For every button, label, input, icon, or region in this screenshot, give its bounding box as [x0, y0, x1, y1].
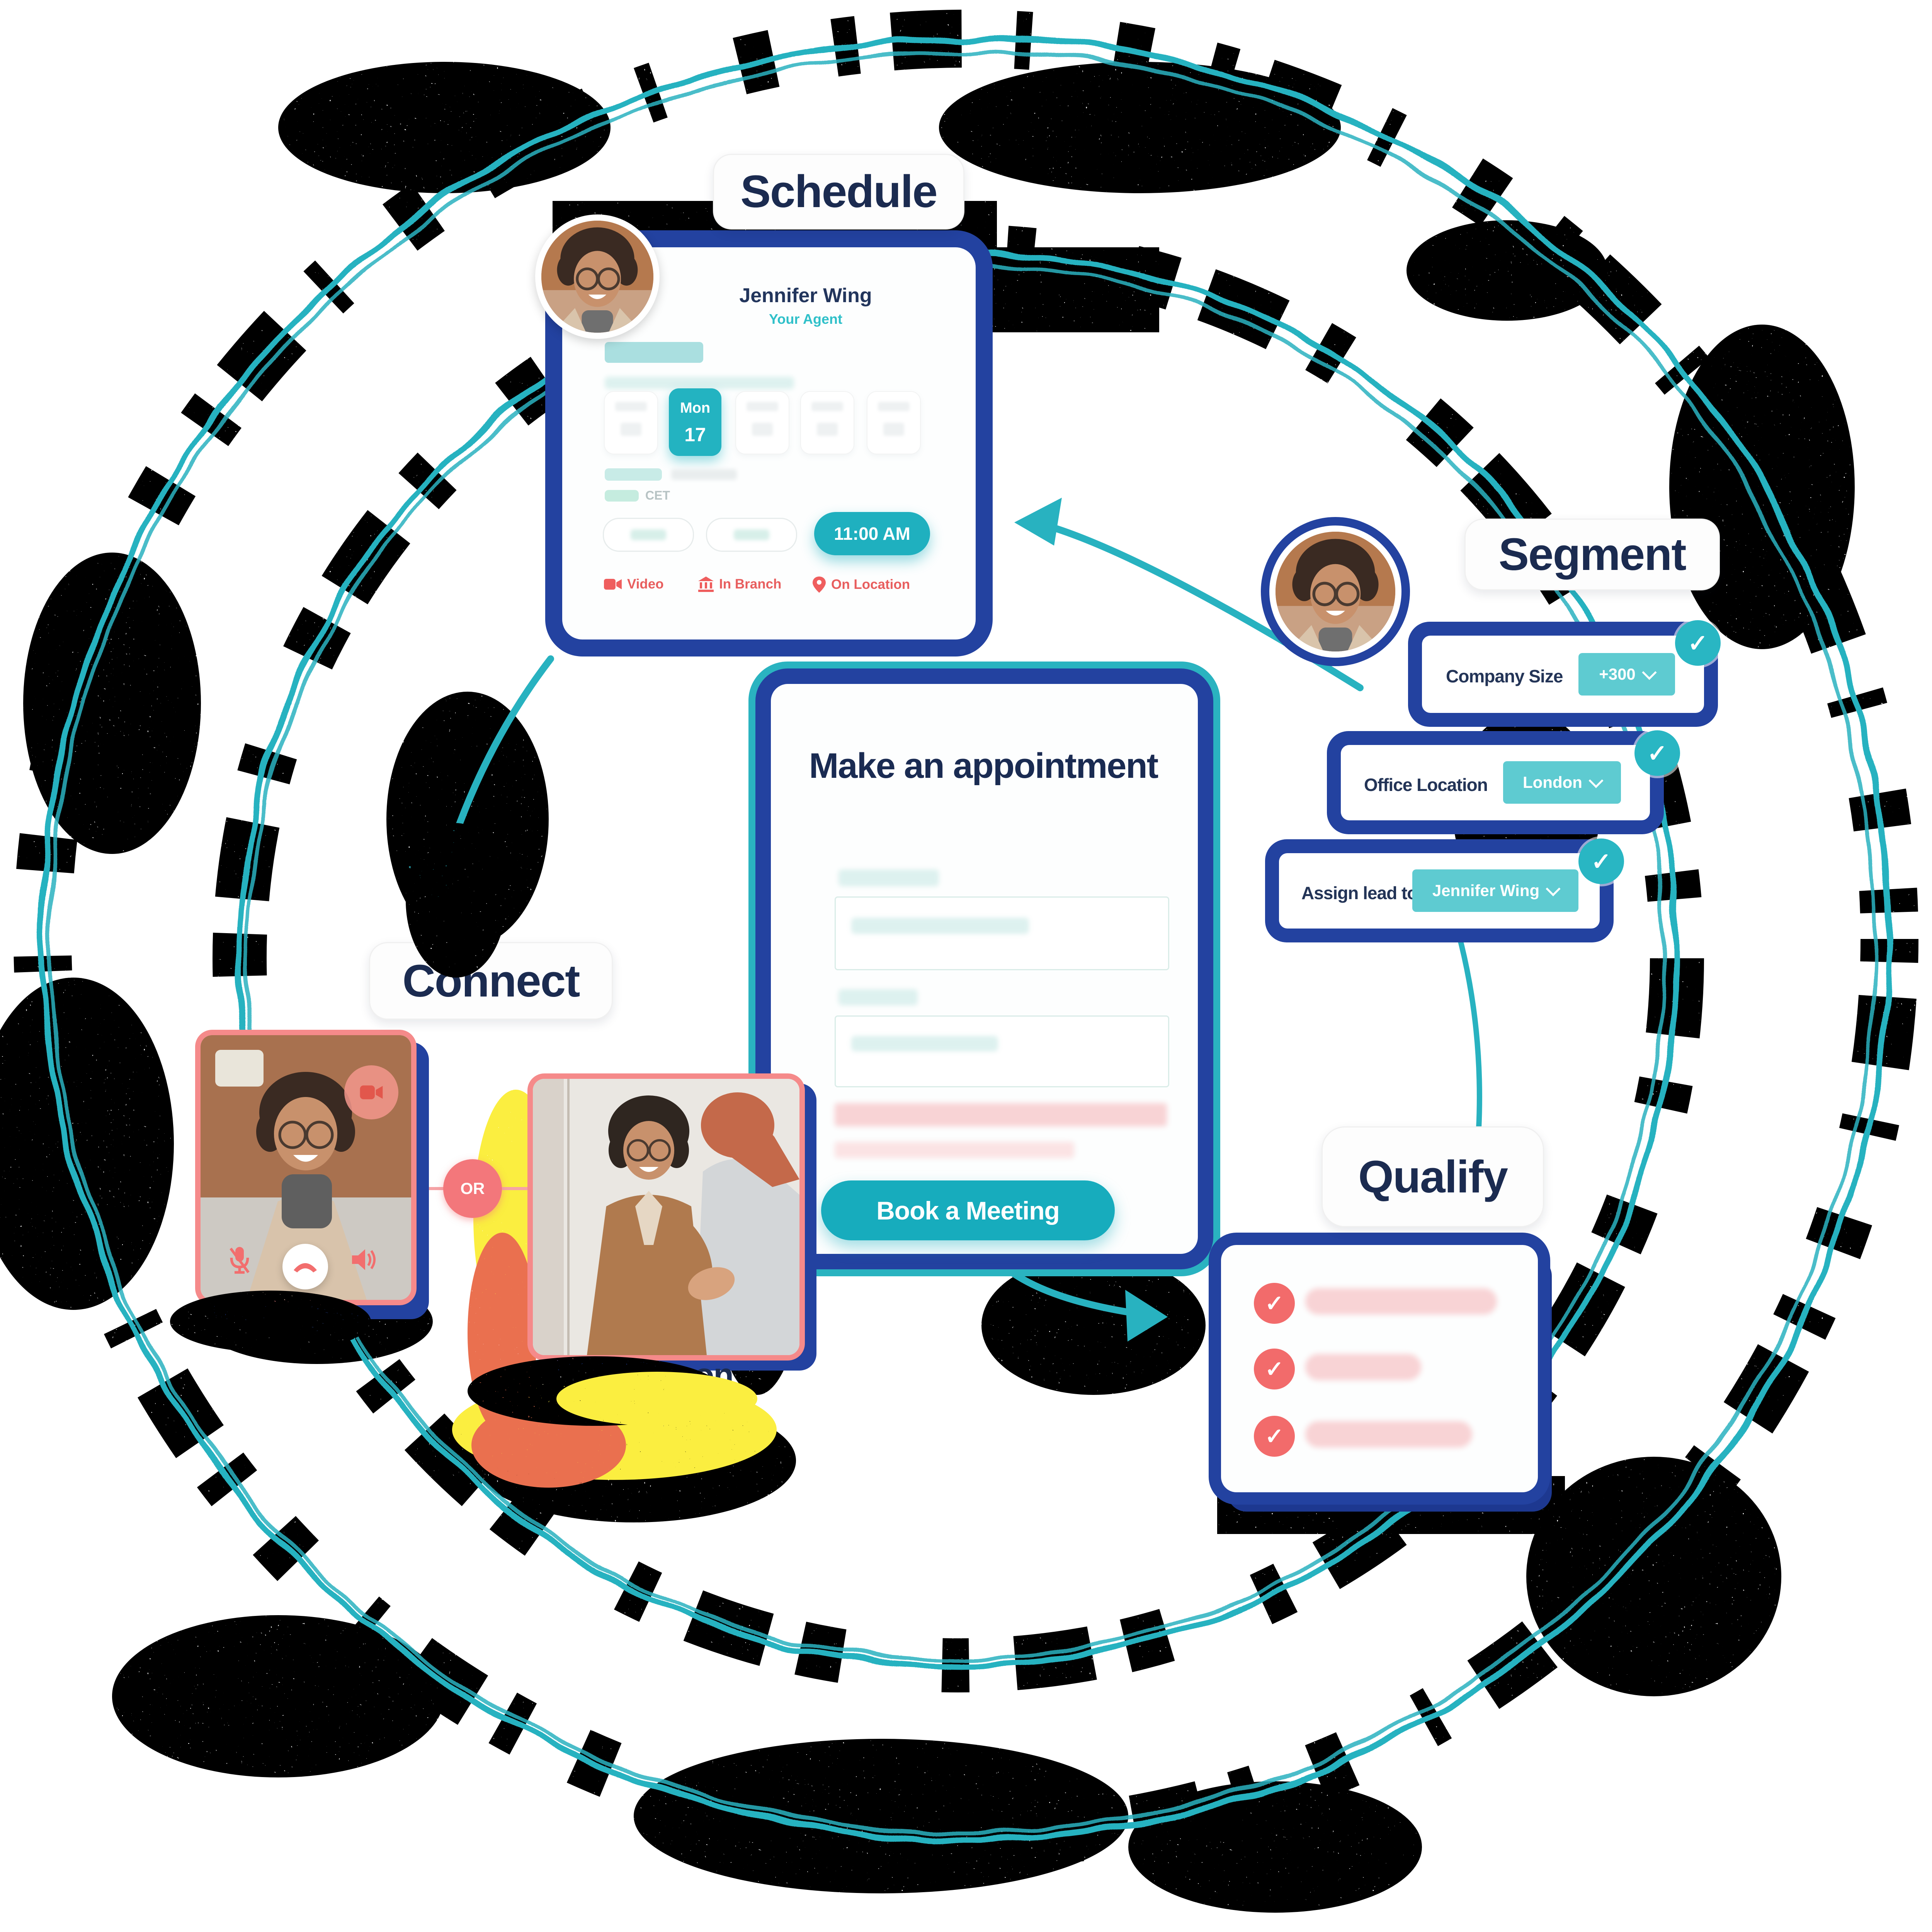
- agent-avatar: [535, 214, 660, 339]
- connect-title: Connect: [402, 955, 580, 1007]
- time-slot-selected[interactable]: 11:00 AM: [814, 512, 930, 555]
- segment-filter-row: Company Size +300: [1422, 636, 1704, 713]
- connect-section-label: Connect: [369, 942, 613, 1020]
- location-pin-icon: [813, 577, 826, 593]
- segment-avatar: [1269, 526, 1401, 658]
- phone-hangup-icon: [294, 1263, 317, 1272]
- filter-value: +300: [1599, 665, 1636, 683]
- speaker-icon[interactable]: [352, 1248, 378, 1272]
- field-label-blur: [838, 989, 918, 1005]
- segment-portrait-illustration: [1276, 532, 1395, 651]
- day-chip[interactable]: [800, 391, 854, 454]
- check-icon: ✓: [1688, 630, 1708, 657]
- selected-day-label: Mon: [680, 400, 711, 416]
- agent-portrait-illustration: [541, 221, 653, 333]
- qualify-item-bar: [1305, 1421, 1472, 1447]
- filter-value: London: [1523, 773, 1582, 791]
- video-camera-icon: [604, 579, 622, 590]
- date-placeholder-bar: [605, 342, 703, 363]
- qualify-item-bar: [1305, 1288, 1497, 1315]
- qualify-check-icon: ✓: [1254, 1283, 1295, 1324]
- or-badge: OR: [443, 1159, 502, 1218]
- or-label: OR: [460, 1179, 485, 1197]
- schedule-section-label: Schedule: [713, 154, 964, 230]
- filter-label: Assign lead to: [1301, 883, 1418, 903]
- filter-dropdown[interactable]: Jennifer Wing: [1412, 869, 1578, 912]
- video-camera-icon: [360, 1085, 383, 1099]
- hang-up-button[interactable]: [282, 1244, 328, 1289]
- legend-bar: [605, 468, 662, 481]
- subtitle-placeholder-bar: [605, 377, 794, 389]
- mic-muted-icon[interactable]: [228, 1247, 251, 1274]
- segment-filter-row: Office Location London: [1341, 745, 1650, 820]
- day-chip[interactable]: [867, 391, 921, 454]
- agent-name: Jennifer Wing: [739, 284, 872, 307]
- notice-bar-blur: [835, 1103, 1167, 1126]
- field-label-blur: [838, 869, 939, 886]
- segment-section-label: Segment: [1464, 519, 1720, 590]
- grunge-speckle-rings: [0, 10, 1918, 1913]
- qualify-section-label: Qualify: [1321, 1126, 1544, 1227]
- in-person-scene: [533, 1079, 799, 1355]
- arrow-segment-to-schedule: [1032, 519, 1364, 691]
- legend-text-blur: [671, 469, 737, 480]
- time-slot[interactable]: [603, 518, 694, 552]
- book-meeting-button[interactable]: Book a Meeting: [821, 1180, 1115, 1240]
- qualify-title: Qualify: [1358, 1151, 1508, 1202]
- schedule-card: Jennifer Wing Your Agent Mon 17 CET 11:0…: [562, 247, 976, 639]
- connector-segment-to-qualify: [1454, 924, 1482, 1139]
- chevron-down-icon: [1642, 665, 1657, 680]
- filter-check-badge: ✓: [1578, 838, 1624, 884]
- timezone-bar: [605, 490, 639, 502]
- qualify-item-bar: [1305, 1354, 1421, 1380]
- check-icon: ✓: [1647, 740, 1667, 767]
- filter-check-badge: ✓: [1675, 620, 1721, 666]
- qualify-card: ✓ ✓ ✓: [1221, 1245, 1538, 1492]
- book-meeting-label: Book a Meeting: [876, 1196, 1060, 1225]
- in-person-card: [527, 1073, 805, 1361]
- day-chip[interactable]: [604, 391, 658, 454]
- selected-time-label: 11:00 AM: [834, 524, 910, 544]
- timezone-label: CET: [645, 488, 670, 502]
- form-input[interactable]: [835, 896, 1169, 970]
- in-person-label: In Person: [588, 1357, 734, 1394]
- filter-check-badge: ✓: [1634, 730, 1680, 776]
- meeting-type-label: Video: [627, 577, 664, 592]
- bank-branch-icon: [698, 577, 714, 592]
- notice-line-blur: [835, 1142, 1074, 1158]
- camera-badge: [344, 1065, 398, 1119]
- journey-circle-outer: [39, 36, 1893, 1842]
- day-chip-selected[interactable]: Mon 17: [669, 388, 721, 456]
- meeting-type-label: On Location: [831, 577, 910, 592]
- day-chip[interactable]: [735, 391, 789, 454]
- schedule-title: Schedule: [740, 166, 938, 217]
- time-slot[interactable]: [706, 518, 797, 552]
- chevron-down-icon: [1546, 881, 1561, 896]
- appointment-card: Make an appointment Book a Meeting: [771, 684, 1198, 1254]
- filter-label: Office Location: [1364, 775, 1488, 795]
- virtually-label: Virtually: [240, 1302, 364, 1339]
- segment-filter-row: Assign lead to Jennifer Wing: [1279, 853, 1600, 929]
- filter-label: Company Size: [1446, 666, 1563, 686]
- selected-date-label: 17: [684, 424, 706, 446]
- qualify-check-icon: ✓: [1254, 1349, 1295, 1389]
- form-input[interactable]: [835, 1015, 1169, 1087]
- segment-title: Segment: [1498, 529, 1686, 580]
- meeting-type-video[interactable]: Video: [604, 577, 664, 592]
- meeting-type-location[interactable]: On Location: [813, 577, 910, 593]
- chevron-down-icon: [1588, 773, 1604, 788]
- meeting-type-label: In Branch: [719, 577, 782, 592]
- appointment-title: Make an appointment: [809, 746, 1159, 786]
- meeting-type-branch[interactable]: In Branch: [698, 577, 781, 592]
- filter-value: Jennifer Wing: [1432, 881, 1540, 900]
- qualify-check-icon: ✓: [1254, 1416, 1295, 1457]
- check-icon: ✓: [1591, 848, 1611, 875]
- filter-dropdown[interactable]: London: [1503, 761, 1621, 804]
- agent-role: Your Agent: [769, 311, 842, 327]
- filter-dropdown[interactable]: +300: [1578, 653, 1675, 696]
- virtual-call-card: [195, 1030, 417, 1305]
